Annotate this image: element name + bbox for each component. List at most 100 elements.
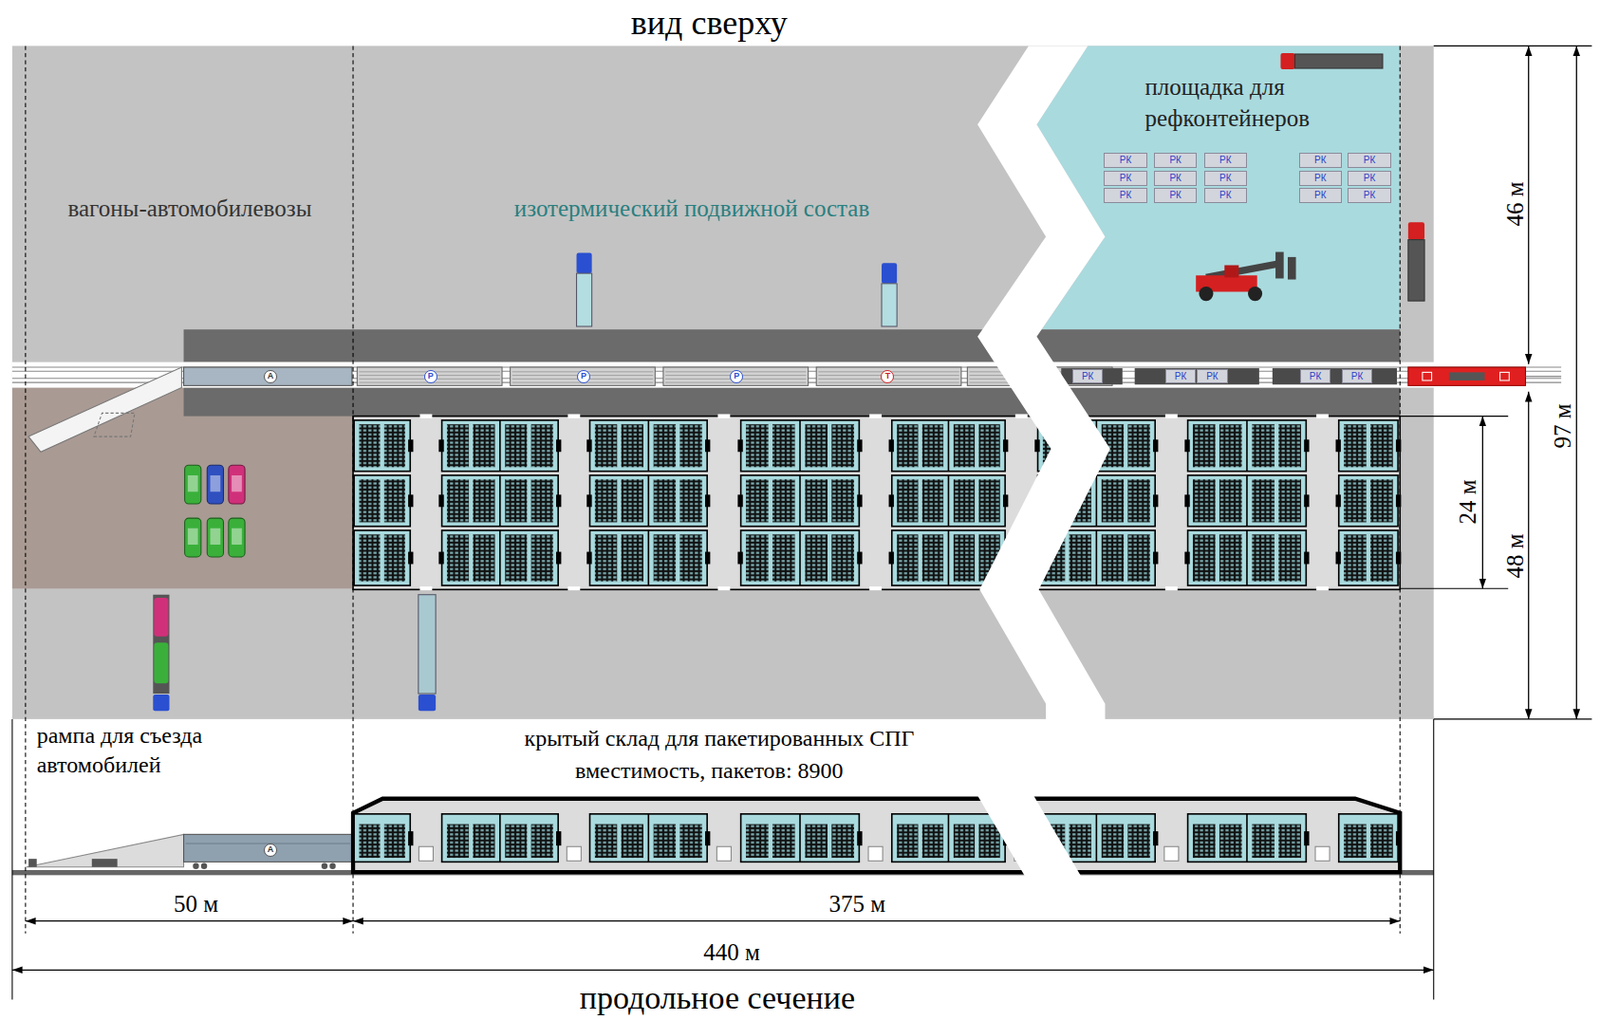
reach-stacker — [1195, 252, 1296, 302]
warehouse-top — [1096, 475, 1098, 527]
warehouse-top — [892, 475, 1005, 527]
section-view — [329, 862, 335, 869]
container-box: РК — [1103, 152, 1147, 168]
wagon-marker: Т — [880, 370, 894, 384]
warehouse-top — [1246, 530, 1248, 586]
marker-letter: Р — [580, 372, 587, 381]
warehouse-top — [556, 439, 561, 452]
train-wagons — [1525, 375, 1563, 377]
warehouse-top — [595, 534, 617, 581]
warehouse-top — [499, 475, 502, 527]
warehouse-top — [1188, 475, 1307, 527]
warehouse-section — [892, 814, 1005, 863]
trucks — [881, 262, 897, 284]
reach-stacker — [1198, 286, 1213, 301]
dimension-lines — [1399, 45, 1401, 933]
warehouse-section — [621, 824, 644, 858]
warehouse-top — [504, 479, 527, 522]
warehouse-top — [717, 586, 730, 591]
train-wagons — [1134, 368, 1260, 385]
warehouse-top — [353, 530, 410, 586]
dimension-lines — [24, 45, 26, 933]
warehouse-top — [1278, 424, 1302, 467]
container-label: РК — [1363, 190, 1377, 201]
warehouse-top — [442, 420, 559, 472]
section-view — [353, 799, 1400, 873]
warehouse-section — [1251, 824, 1275, 858]
container-label: РК — [1314, 190, 1327, 201]
warehouse-top — [831, 424, 855, 467]
warehouse-top — [1316, 586, 1329, 591]
warehouse-top — [438, 552, 444, 565]
dimension-label: 46 м — [1502, 182, 1526, 227]
warehouse-section — [1127, 824, 1150, 858]
warehouse-top — [419, 413, 432, 418]
warehouse-section — [745, 824, 769, 858]
section-view — [12, 796, 1434, 878]
warehouse-section — [1192, 824, 1216, 858]
container-label: РК — [1219, 155, 1232, 166]
trucks — [153, 597, 168, 637]
warehouse-top — [1192, 424, 1216, 467]
warehouse-top — [567, 413, 580, 418]
warehouse-top — [1003, 494, 1008, 507]
warehouse-section — [831, 824, 855, 858]
dimension-lines — [1527, 391, 1529, 720]
container-box: РК — [1341, 369, 1373, 384]
warehouse-top — [567, 586, 580, 591]
dimension-lines — [353, 45, 354, 933]
warehouse-top — [889, 439, 894, 452]
warehouse-section — [1246, 814, 1248, 863]
warehouse-top — [589, 420, 707, 472]
warehouse-section — [1219, 824, 1243, 858]
warehouse-top — [419, 586, 432, 591]
platforms — [184, 388, 1401, 417]
train-wagons — [1449, 372, 1486, 381]
warehouse-section — [1315, 846, 1330, 861]
warehouse-top — [799, 420, 801, 472]
dimension-label: 48 м — [1502, 533, 1526, 578]
container-box: РК — [1204, 187, 1247, 204]
cars — [185, 465, 245, 558]
warehouse-top — [1184, 552, 1190, 565]
capacity-note: вместимость, пакетов: 8900 — [575, 756, 844, 785]
dimension-lines — [12, 45, 1592, 1000]
ground-areas — [12, 45, 1434, 720]
warehouse-section — [499, 814, 502, 863]
warehouse-top — [438, 494, 444, 507]
container-label: РК — [1314, 173, 1327, 184]
warehouse-top — [1278, 479, 1302, 522]
warehouse-top — [1219, 424, 1243, 467]
warehouse-top — [1336, 552, 1341, 565]
container-label: РК — [1219, 190, 1232, 201]
dimension-lines — [12, 969, 1434, 971]
warehouse-top — [772, 479, 796, 522]
section-view — [28, 858, 38, 868]
container-box: РК — [1347, 152, 1391, 168]
warehouse-top — [408, 494, 413, 507]
warehouse-section — [1278, 824, 1302, 858]
warehouse-top — [1101, 479, 1124, 522]
warehouse-top — [892, 420, 1005, 472]
ramp-top — [93, 412, 135, 437]
warehouse-top — [1127, 534, 1150, 581]
container-box: РК — [1103, 170, 1147, 187]
warehouse-top — [499, 420, 502, 472]
warehouse-top — [896, 534, 918, 581]
warehouse-section — [446, 824, 469, 858]
warehouse-top — [948, 420, 950, 472]
container-box: РК — [1072, 369, 1103, 384]
warehouse-top — [1184, 494, 1190, 507]
container-label: РК — [1309, 372, 1322, 382]
warehouse-top — [556, 552, 561, 565]
warehouse-top — [679, 479, 702, 522]
warehouse-top — [1343, 479, 1367, 522]
warehouse-top — [353, 413, 1401, 591]
trucks — [576, 273, 593, 327]
ramp-top — [28, 367, 182, 452]
warehouse-top — [922, 479, 944, 522]
marker-letter: Р — [427, 372, 434, 381]
warehouse-top — [948, 530, 950, 586]
wagon-marker: А — [263, 843, 278, 857]
break-symbol — [977, 45, 1111, 720]
